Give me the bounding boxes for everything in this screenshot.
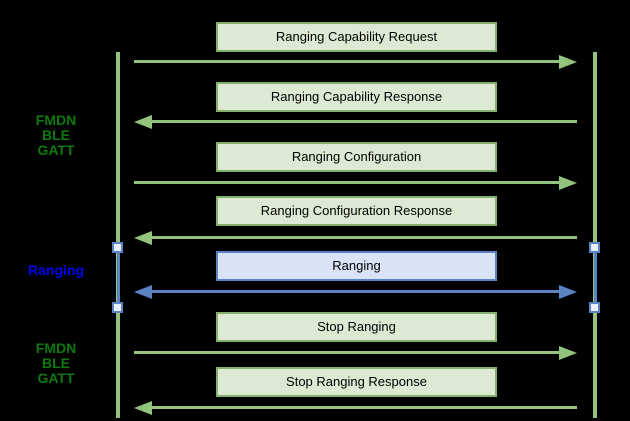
arrow-shaft — [134, 351, 563, 354]
phase-label-line: FMDN — [35, 112, 77, 128]
arrow-right-ranging-capability-request — [134, 55, 577, 69]
arrow-shaft — [134, 181, 563, 184]
message-box-stop-ranging-response: Stop Ranging Response — [216, 367, 497, 397]
phase-label-fmdn-ble-gatt-top: FMDN BLE GATT — [8, 113, 104, 158]
message-box-stop-ranging: Stop Ranging — [216, 312, 497, 342]
arrow-shaft — [134, 60, 563, 63]
arrow-right-stop-ranging — [134, 346, 577, 360]
phase-label-line: BLE — [42, 355, 70, 371]
arrowhead-right-icon — [559, 176, 577, 190]
phase-label-fmdn-ble-gatt-bottom: FMDN BLE GATT — [8, 341, 104, 386]
message-box-ranging-configuration-response: Ranging Configuration Response — [216, 196, 497, 226]
arrow-shaft — [148, 236, 577, 239]
phase-label-line: GATT — [37, 370, 75, 386]
left-ranging-session-segment — [117, 250, 120, 308]
arrow-shaft — [148, 406, 577, 409]
left-lifeline — [116, 52, 120, 418]
right-ranging-session-segment — [594, 250, 597, 308]
arrow-bidirectional-ranging — [134, 285, 577, 299]
arrowhead-left-icon — [134, 231, 152, 245]
message-box-ranging-capability-request: Ranging Capability Request — [216, 22, 497, 52]
phase-label-ranging: Ranging — [8, 263, 104, 278]
message-box-ranging: Ranging — [216, 251, 497, 281]
arrow-left-stop-ranging-response — [134, 401, 577, 415]
arrow-left-ranging-capability-response — [134, 115, 577, 129]
arrow-shaft — [148, 120, 577, 123]
phase-label-line: GATT — [37, 142, 75, 158]
arrowhead-left-icon — [134, 401, 152, 415]
arrow-left-ranging-configuration-response — [134, 231, 577, 245]
right-ranging-end-marker — [589, 302, 600, 313]
arrow-right-ranging-configuration — [134, 176, 577, 190]
arrowhead-right-icon — [559, 55, 577, 69]
arrow-shaft — [148, 290, 563, 293]
phase-label-line: Ranging — [28, 262, 84, 278]
arrowhead-right-icon — [559, 346, 577, 360]
left-ranging-end-marker — [112, 302, 123, 313]
right-lifeline — [593, 52, 597, 418]
phase-label-line: FMDN — [35, 340, 77, 356]
arrowhead-left-icon — [134, 115, 152, 129]
phase-label-line: BLE — [42, 127, 70, 143]
right-ranging-start-marker — [589, 242, 600, 253]
message-box-ranging-capability-response: Ranging Capability Response — [216, 82, 497, 112]
arrowhead-left-icon — [134, 285, 152, 299]
arrowhead-right-icon — [559, 285, 577, 299]
left-ranging-start-marker — [112, 242, 123, 253]
message-box-ranging-configuration: Ranging Configuration — [216, 142, 497, 172]
